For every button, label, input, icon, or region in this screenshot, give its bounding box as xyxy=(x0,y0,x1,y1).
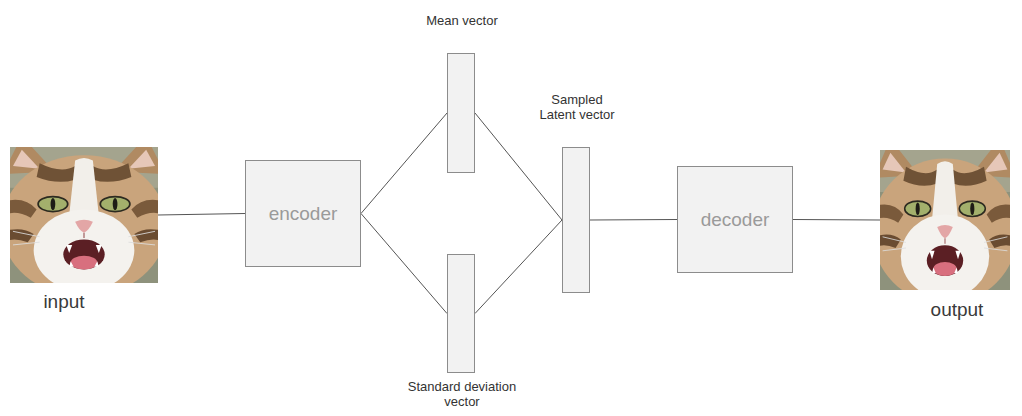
node-label: Mean vector xyxy=(392,13,532,28)
connector-line xyxy=(361,214,447,314)
node-label: input xyxy=(4,291,124,313)
vector-label: Mean vector xyxy=(392,13,532,28)
connector-line xyxy=(475,220,562,314)
box-label: encoder xyxy=(269,203,338,225)
vector-label: Standard deviation vector xyxy=(397,379,527,409)
node-label: Sampled Latent vector xyxy=(532,92,622,122)
node-label: Standard deviation vector xyxy=(397,379,527,409)
image-frame: output xyxy=(880,150,1010,290)
connector-line xyxy=(158,214,245,216)
vector-bar: Standard deviation vector xyxy=(447,254,475,373)
image-frame: input xyxy=(10,147,158,283)
process-box: decoder xyxy=(677,166,793,273)
vector-bar: Mean vector xyxy=(447,53,475,173)
process-box: encoder xyxy=(245,160,361,267)
connector-line xyxy=(475,113,562,220)
connector-line xyxy=(590,219,677,221)
connector-line xyxy=(793,219,880,221)
connector-line xyxy=(361,113,447,214)
vector-label: Sampled Latent vector xyxy=(532,92,622,122)
box-label: decoder xyxy=(701,209,770,231)
image-caption: output xyxy=(897,299,1017,321)
image-caption: input xyxy=(4,291,124,313)
cat-photo xyxy=(10,147,158,283)
cat-photo xyxy=(880,150,1010,290)
vector-bar: Sampled Latent vector xyxy=(562,147,590,293)
node-label: output xyxy=(897,299,1017,321)
